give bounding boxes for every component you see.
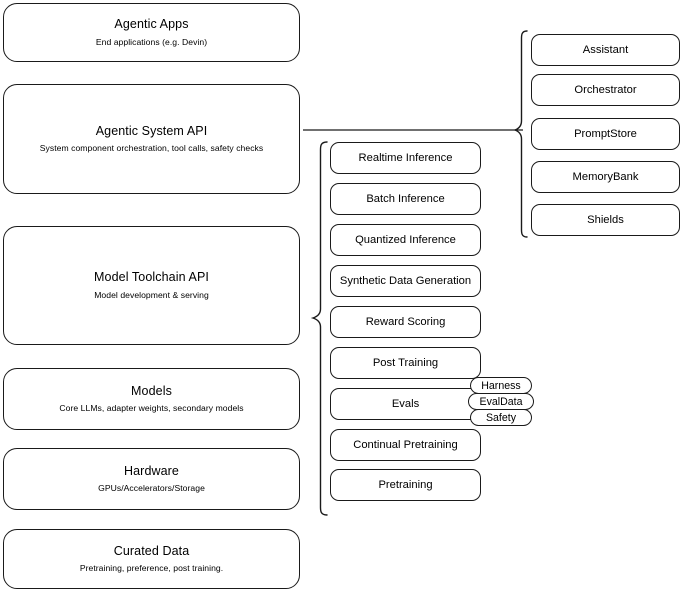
system-label: PromptStore — [574, 128, 637, 140]
eval-pill-harness[interactable]: Harness — [470, 377, 532, 394]
toolchain-box-realtime-inference[interactable]: Realtime Inference — [330, 142, 481, 174]
layer-title: Agentic System API — [95, 123, 208, 138]
layer-box-agentic-apps[interactable]: Agentic Apps End applications (e.g. Devi… — [3, 3, 300, 62]
layer-box-curated-data[interactable]: Curated Data Pretraining, preference, po… — [3, 529, 300, 589]
system-label: Assistant — [582, 44, 629, 56]
layer-subtitle: End applications (e.g. Devin) — [95, 36, 208, 47]
eval-pill-safety[interactable]: Safety — [470, 409, 532, 426]
eval-pill-label: Harness — [481, 379, 521, 392]
eval-pill-evaldata[interactable]: EvalData — [468, 393, 534, 410]
layer-subtitle: GPUs/Accelerators/Storage — [98, 483, 205, 494]
toolchain-label: Realtime Inference — [358, 152, 453, 164]
layer-title: Curated Data — [113, 543, 190, 558]
system-label: MemoryBank — [572, 171, 639, 183]
toolchain-box-reward-scoring[interactable]: Reward Scoring — [330, 306, 481, 338]
toolchain-box-quantized-inference[interactable]: Quantized Inference — [330, 224, 481, 256]
layer-title: Agentic Apps — [114, 17, 189, 32]
layer-title: Models — [131, 383, 172, 398]
layer-box-models[interactable]: Models Core LLMs, adapter weights, secon… — [3, 368, 300, 430]
toolchain-label: Evals — [391, 398, 420, 410]
toolchain-label: Pretraining — [378, 479, 433, 491]
toolchain-box-batch-inference[interactable]: Batch Inference — [330, 183, 481, 215]
system-box-shields[interactable]: Shields — [531, 204, 680, 236]
system-box-orchestrator[interactable]: Orchestrator — [531, 74, 680, 106]
toolchain-box-post-training[interactable]: Post Training — [330, 347, 481, 379]
eval-pill-label: EvalData — [479, 395, 523, 408]
toolchain-box-evals[interactable]: Evals — [330, 388, 481, 420]
toolchain-box-continual-pretraining[interactable]: Continual Pretraining — [330, 429, 481, 461]
layer-subtitle: Pretraining, preference, post training. — [79, 563, 224, 574]
toolchain-label: Continual Pretraining — [353, 439, 458, 451]
layer-subtitle: System component orchestration, tool cal… — [39, 143, 264, 154]
toolchain-box-pretraining[interactable]: Pretraining — [330, 469, 481, 501]
system-box-memorybank[interactable]: MemoryBank — [531, 161, 680, 193]
system-label: Orchestrator — [574, 84, 637, 96]
layer-title: Hardware — [124, 463, 179, 478]
toolchain-label: Quantized Inference — [355, 234, 456, 246]
toolchain-label: Synthetic Data Generation — [339, 275, 472, 287]
system-box-promptstore[interactable]: PromptStore — [531, 118, 680, 150]
toolchain-label: Reward Scoring — [365, 316, 446, 328]
brace-system-components — [513, 30, 528, 238]
layer-title: Model Toolchain API — [94, 270, 209, 285]
toolchain-box-synthetic-data-generation[interactable]: Synthetic Data Generation — [330, 265, 481, 297]
layer-box-model-toolchain-api[interactable]: Model Toolchain API Model development & … — [3, 226, 300, 345]
system-label: Shields — [587, 214, 624, 226]
brace-toolchain-components — [310, 141, 328, 516]
layer-box-agentic-system-api[interactable]: Agentic System API System component orch… — [3, 84, 300, 194]
toolchain-label: Batch Inference — [366, 193, 445, 205]
system-box-assistant[interactable]: Assistant — [531, 34, 680, 66]
layer-box-hardware[interactable]: Hardware GPUs/Accelerators/Storage — [3, 448, 300, 510]
toolchain-label: Post Training — [372, 357, 439, 369]
eval-pill-label: Safety — [485, 411, 517, 424]
layer-subtitle: Model development & serving — [94, 289, 209, 300]
layer-subtitle: Core LLMs, adapter weights, secondary mo… — [59, 403, 244, 414]
